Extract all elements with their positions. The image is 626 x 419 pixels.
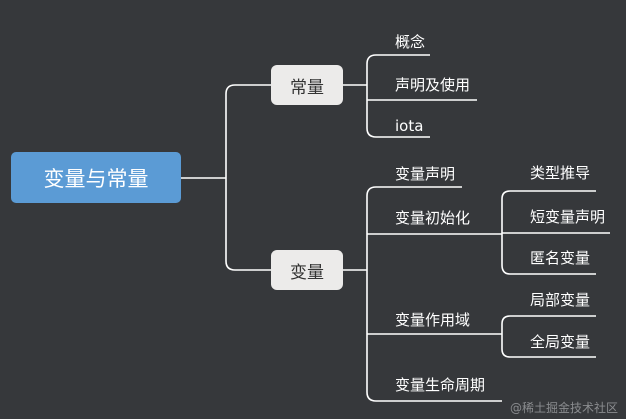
root-node[interactable]: 变量与常量	[11, 152, 181, 203]
leaf-global-variable[interactable]: 全局变量	[530, 333, 591, 351]
node-variable-initialization[interactable]: 变量初始化	[395, 209, 471, 227]
leaf-short-declaration[interactable]: 短变量声明	[530, 208, 606, 226]
leaf-variable-lifetime[interactable]: 变量生命周期	[395, 376, 486, 394]
leaf-type-inference[interactable]: 类型推导	[530, 164, 591, 182]
leaf-iota[interactable]: iota	[395, 117, 424, 135]
branch-node-constant[interactable]: 常量	[271, 65, 343, 105]
leaf-local-variable[interactable]: 局部变量	[530, 291, 591, 309]
leaf-concept[interactable]: 概念	[395, 33, 426, 51]
leaf-declare-and-use[interactable]: 声明及使用	[395, 76, 471, 94]
leaf-variable-declaration[interactable]: 变量声明	[395, 165, 456, 183]
connector-trunk	[225, 84, 236, 271]
leaf-anonymous-variable[interactable]: 匿名变量	[530, 249, 591, 267]
node-variable-scope[interactable]: 变量作用域	[395, 311, 471, 329]
branch-node-variable[interactable]: 变量	[271, 250, 343, 290]
watermark: @稀土掘金技术社区	[509, 401, 618, 415]
